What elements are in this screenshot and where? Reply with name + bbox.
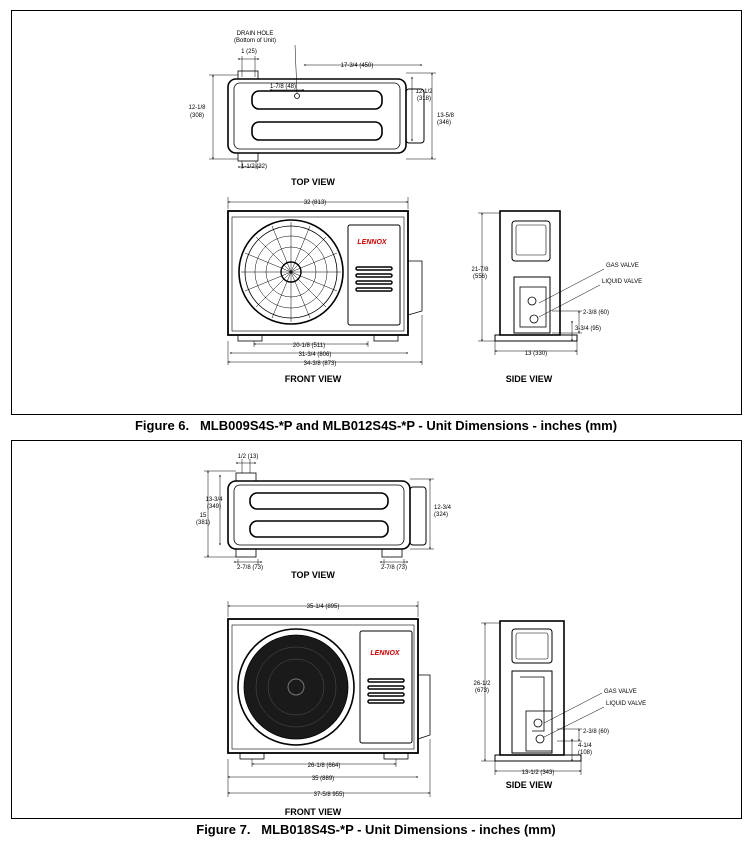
dim-overall-depth-in: 13-5/8 [437,113,455,119]
dim-18-right-foot: 2-7/8 (73) [381,565,407,571]
dim-side-depth: 13 (330) [525,351,547,357]
dim-18-inner-depth-mm: (349) [207,504,221,510]
top-view-dimensions-2 [204,459,434,565]
top-view-title: TOP VIEW [291,177,335,187]
dim-body-width: 31-3/4 (806) [299,352,332,358]
liquid-valve-label-2: LIQUID VALVE [606,701,646,707]
dim-18-foot-spacing: 26-1/8 (664) [308,763,341,769]
dim-18-side-height-mm: (673) [475,688,489,694]
figure-6-caption: Figure 6. MLB009S4S-*P and MLB012S4S-*P … [134,418,618,433]
front-view-unit-2 [227,618,431,760]
dim-18-valve-height-mm: (108) [578,750,592,756]
dim-drain-position: 1-7/8 (48) [270,84,296,90]
gas-valve-label-2: GAS VALVE [604,689,637,695]
front-logo: LENNOX [357,239,388,246]
front-view-dimensions-2 [227,601,431,797]
dim-side-height-in: 21-7/8 [471,267,489,273]
side-view-title-2: SIDE VIEW [506,780,553,790]
dim-mount-depth-mm: (318) [417,96,431,102]
dim-18-offset: 1/2 (13) [238,454,259,460]
dim-18-inner-depth-in: 13-3/4 [205,497,223,503]
figure-7-drawing: 1/2 (13) 13-3/4 (349) 15 (381) 12-3/4 (3… [196,454,646,817]
top-view-unit-2 [227,472,427,558]
dim-foot-offset: 1-1/2 (32) [241,164,267,170]
dim-18-side-height-in: 26-1/2 [473,681,491,687]
dim-18-side-depth: 13-1/2 (343) [522,770,555,776]
dim-valve-spacing: 2-3/8 (60) [583,310,609,316]
dim-18-overall-depth-in: 15 [200,513,207,519]
figure-7-panel: 1/2 (13) 13-3/4 (349) 15 (381) 12-3/4 (3… [11,440,742,819]
front-view-unit [227,210,423,342]
dim-18-body-width: 35 (889) [312,776,334,782]
top-view-title-2: TOP VIEW [291,570,335,580]
front-view-title-2: FRONT VIEW [285,807,342,817]
dim-18-valve-spacing: 2-3/8 (60) [583,729,609,735]
drain-hole-label: DRAIN HOLE [237,31,274,37]
dim-top-depth-in: 12-1/8 [188,105,206,111]
dim-18-front-width: 35-1/4 (895) [307,604,340,610]
side-view-title: SIDE VIEW [506,374,553,384]
figure-6-panel: DRAIN HOLE (Bottom of Unit) 1 (25) 17-3/… [11,10,742,415]
dim-drain-offset: 1 (25) [241,49,257,55]
front-view-dimensions [227,197,423,365]
dim-overall-depth-mm: (346) [437,120,451,126]
top-view-unit [227,70,425,162]
dim-18-valve-height-in: 4-1/4 [578,743,592,749]
dim-18-overall-width: 37-5/8 955) [314,792,345,798]
dim-18-overall-depth-mm: (381) [196,520,210,526]
dim-side-height-mm: (556) [473,274,487,280]
dim-overall-width: 34-3/8 (873) [304,361,337,367]
figure-7-caption: Figure 7. MLB018S4S-*P - Unit Dimensions… [196,822,556,837]
front-view-title: FRONT VIEW [285,374,342,384]
dim-18-mount-depth-mm: (324) [434,512,448,518]
dim-18-mount-depth-in: 12-3/4 [434,505,452,511]
dim-top-depth-mm: (308) [190,113,204,119]
dim-18-left-foot: 2-7/8 (73) [237,565,263,571]
top-view-dimensions [209,44,436,169]
dim-front-width: 32 (813) [304,200,326,206]
dim-mount-depth-in: 12-1/2 [415,89,433,95]
drain-hole-sublabel: (Bottom of Unit) [234,38,276,44]
fan-grille-2 [243,634,349,740]
side-view-unit-2 [494,620,582,762]
gas-valve-label: GAS VALVE [606,263,639,269]
side-view-dimensions [478,212,605,355]
side-view-unit [494,210,578,342]
liquid-valve-label: LIQUID VALVE [602,279,642,285]
dim-foot-spacing: 20-1/8 (511) [293,343,325,349]
dim-top-width: 17-3/4 (450) [341,63,374,69]
side-view-dimensions-2 [481,622,605,775]
fan-grille [241,222,341,322]
front-logo-2: LENNOX [370,650,401,657]
dim-valve-height: 3-3/4 (95) [575,326,601,332]
figure-6-drawing: DRAIN HOLE (Bottom of Unit) 1 (25) 17-3/… [188,31,642,384]
